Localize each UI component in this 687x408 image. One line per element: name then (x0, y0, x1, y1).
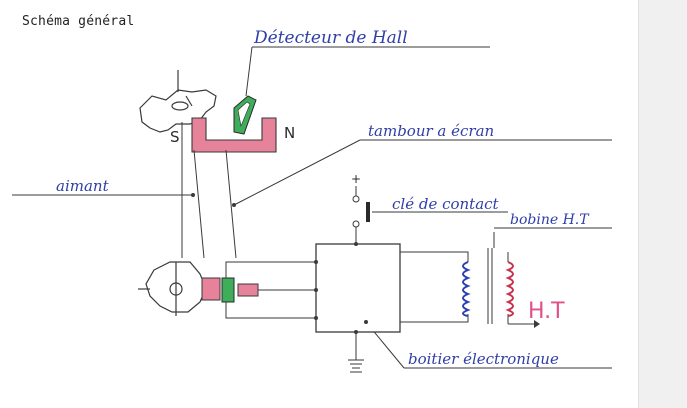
wire-sensor-top (225, 261, 316, 278)
key-contact-bottom (352, 220, 360, 228)
coil-wire-bottom (400, 314, 469, 323)
diagram-canvas: Schéma général (12, 14, 612, 373)
magnet-u (191, 117, 277, 153)
side-panel (638, 0, 687, 408)
box-label: boitier électronique (408, 350, 559, 368)
coil-wire-top (400, 251, 469, 262)
coil-wires (400, 232, 524, 325)
box-terminal-b (314, 288, 318, 292)
coil-primary-winding (462, 261, 471, 317)
battery-plus: + (351, 172, 361, 186)
magnet-lower-right (237, 283, 259, 297)
key-label: clé de contact (392, 195, 500, 213)
drum-label: tambour a écran (368, 122, 494, 140)
drum-pointer-dot (232, 203, 236, 207)
hall-sensor-lower (221, 277, 235, 303)
drum-leader-diagonal (233, 139, 361, 206)
rotor-side (138, 261, 207, 316)
hall-sensor-window (237, 101, 251, 128)
box-terminal-c (314, 316, 318, 320)
wire-sensor-bottom (225, 302, 316, 319)
box-terminal-a (314, 260, 318, 264)
ht-label: H.T (528, 299, 565, 324)
leader-lines (12, 46, 612, 369)
rotor-hub (171, 101, 189, 111)
magnet-north-label: N (284, 124, 295, 142)
box-pointer-dot (364, 320, 368, 324)
ground-icon (348, 359, 364, 373)
drum-wall-left (193, 149, 205, 259)
magnet-south-label: S (170, 128, 180, 146)
magnet-lower (201, 277, 221, 301)
hall-leader-diagonal (245, 46, 253, 97)
magnet-pointer-dot (191, 193, 195, 197)
arrow-right-icon (518, 320, 540, 328)
hall-label: Détecteur de Hall (253, 28, 408, 48)
coil-secondary-winding (505, 261, 514, 317)
sensor-wires (225, 261, 316, 319)
ignition-schematic: S N (12, 28, 612, 373)
rotor-notch (185, 95, 193, 107)
drum-wall-right (225, 149, 237, 259)
magnet-label: aimant (56, 177, 110, 195)
rotor-drum-shape (139, 89, 217, 133)
key-contact-top (352, 195, 360, 203)
diagram-title: Schéma général (22, 14, 135, 29)
electronic-box (315, 243, 401, 333)
coil-label: bobine H.T (510, 212, 590, 228)
rotor-drum-top (139, 70, 217, 133)
key-lever (366, 202, 370, 222)
